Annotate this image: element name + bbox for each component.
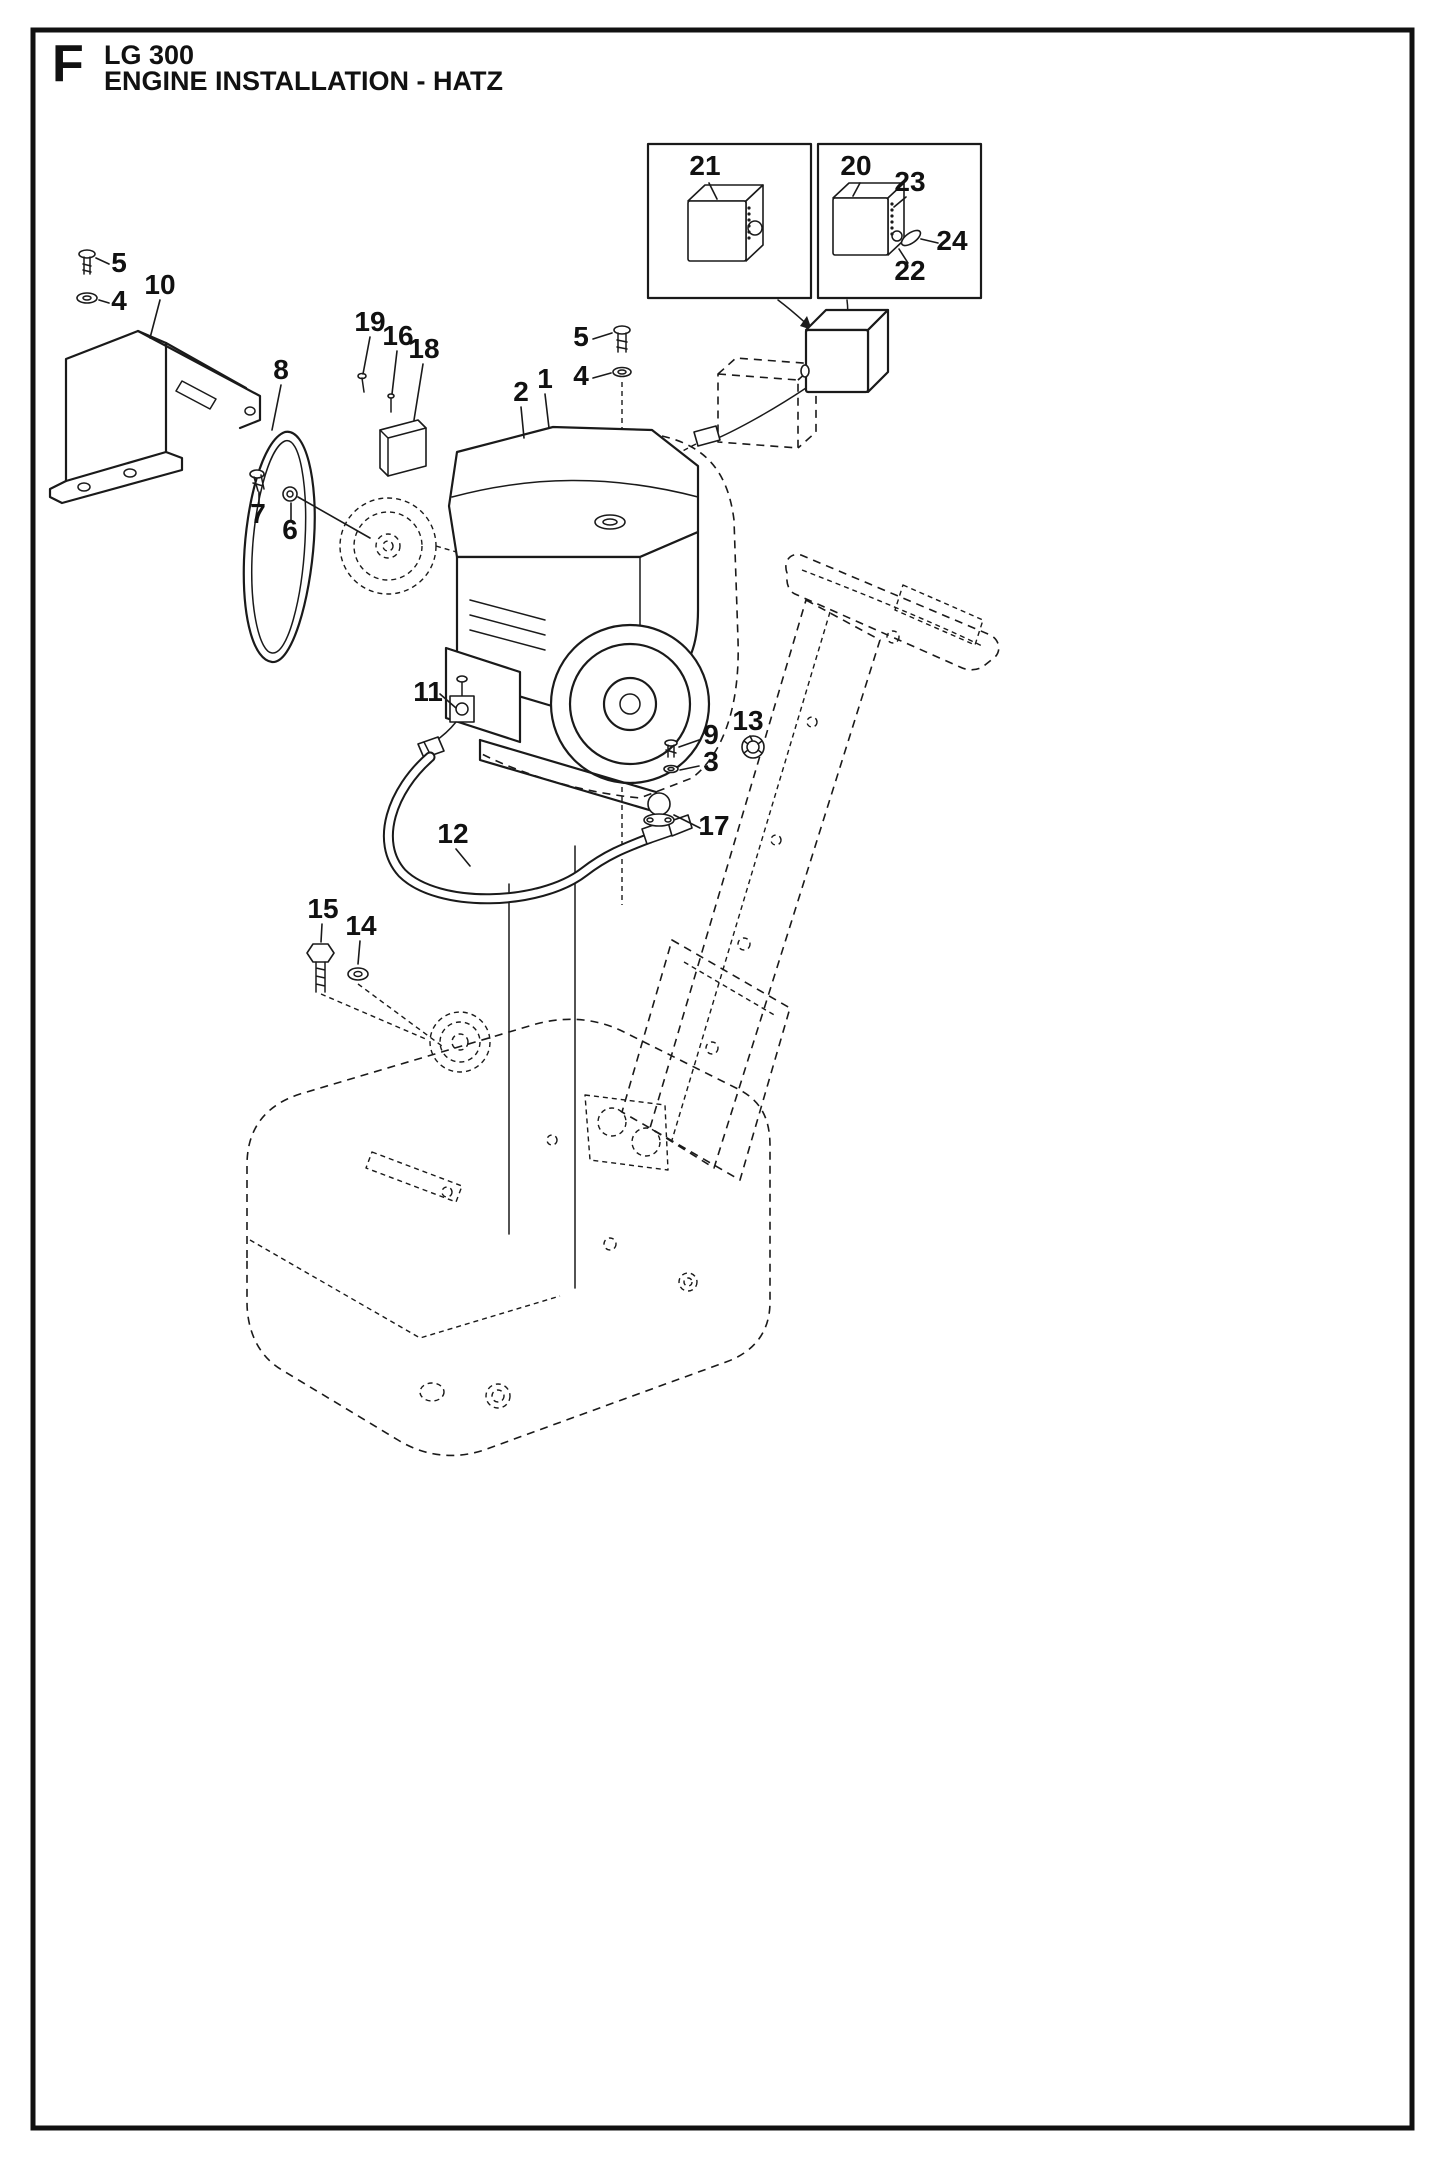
belt-guard-bracket [48, 329, 262, 505]
part-number-24: 24 [936, 225, 968, 256]
part-number-14: 14 [345, 910, 377, 941]
page-border [30, 27, 1415, 2131]
screw-5-left [78, 249, 96, 275]
inset-box-20 [816, 142, 983, 300]
machine-frame-dashed [246, 553, 1000, 1457]
clamp-17 [643, 792, 675, 827]
part-number-6: 6 [282, 514, 298, 545]
part-number-9: 9 [703, 719, 719, 750]
part-number-4: 4 [573, 360, 589, 391]
part-number-10: 10 [144, 269, 175, 300]
part-number-19: 19 [354, 306, 385, 337]
inset-box-21 [646, 142, 813, 300]
part-number-5: 5 [111, 247, 127, 278]
control-unit [657, 308, 890, 471]
washer-6 [282, 486, 298, 502]
plug-13 [741, 735, 765, 759]
key-icon [900, 229, 922, 247]
key-switch-icon [891, 230, 903, 242]
bolt-15 [306, 943, 335, 993]
screw-5-right [613, 325, 631, 353]
filler-cap [594, 514, 626, 530]
washer-4-right [612, 366, 632, 378]
leader-lines [95, 182, 939, 965]
part-number-1: 1 [537, 363, 553, 394]
part-number-22: 22 [894, 255, 925, 286]
section-letter: F [52, 35, 84, 93]
part-number-18: 18 [408, 333, 439, 364]
part-number-17: 17 [698, 810, 729, 841]
washer-3 [663, 764, 679, 774]
part-number-8: 8 [273, 354, 289, 385]
part-number-7: 7 [250, 498, 266, 529]
lower-pulley-dashed [320, 983, 491, 1073]
flywheel-housing [549, 623, 711, 785]
pin-16 [387, 393, 395, 413]
screw-9 [664, 739, 678, 758]
washer-4-left [76, 292, 98, 304]
part-number-23: 23 [894, 166, 925, 197]
engine [444, 425, 739, 814]
part-number-16: 16 [382, 320, 413, 351]
part-number-12: 12 [437, 818, 468, 849]
part-number-15: 15 [307, 893, 338, 924]
part-number-13: 13 [732, 705, 763, 736]
wire-connector [693, 425, 721, 447]
page-title: ENGINE INSTALLATION - HATZ [104, 66, 503, 96]
washer-14 [347, 967, 369, 981]
bracket-18 [379, 419, 427, 477]
part-number-3: 3 [703, 746, 719, 777]
part-number-5: 5 [573, 321, 589, 352]
part-number-2: 2 [513, 376, 529, 407]
part-number-21: 21 [689, 150, 720, 181]
model-name: LG 300 [104, 40, 195, 70]
screw-7 [249, 469, 265, 492]
v-belt [242, 430, 316, 664]
fuel-tank [447, 425, 700, 559]
screw-19 [357, 372, 367, 393]
part-number-11: 11 [413, 676, 443, 707]
oil-pressure-switch-11 [417, 675, 475, 759]
part-number-20: 20 [840, 150, 871, 181]
part-number-4: 4 [111, 285, 127, 316]
